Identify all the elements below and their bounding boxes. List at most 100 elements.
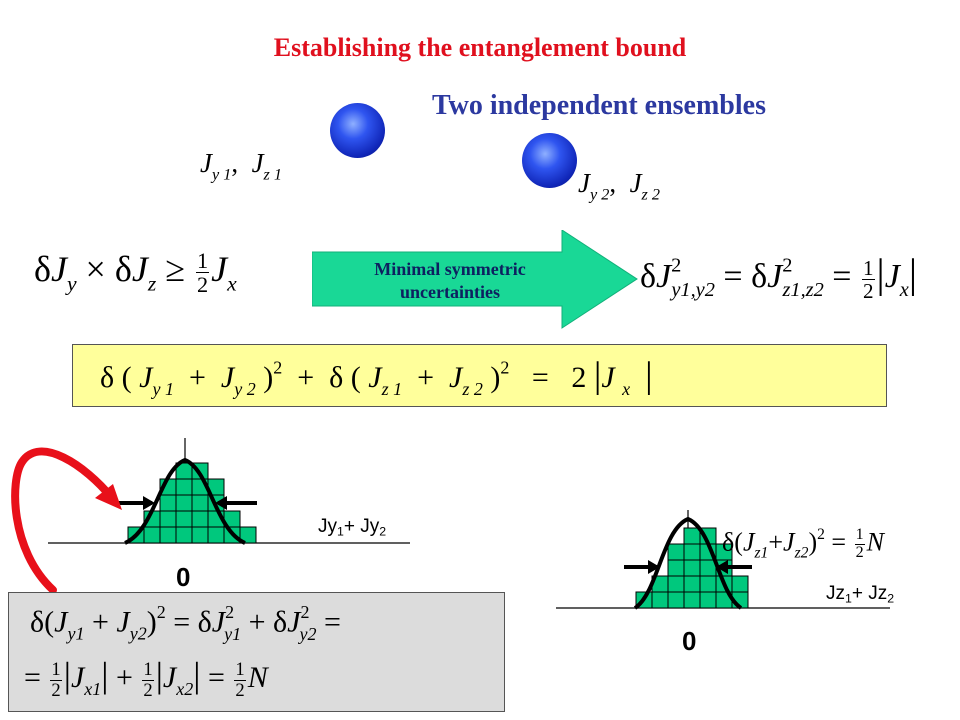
square-exponent: 2 [156,602,166,622]
subscript-y1: y1 [67,623,85,644]
histogram-cell [667,543,685,561]
open-paren: ( [44,605,55,639]
equals-sign: = [831,527,847,557]
j-operator: J [211,605,226,639]
axis-label-sub2: 2 [379,524,387,539]
ensemble-1-op2: J [251,148,264,178]
histogram-cell [731,575,749,593]
delta-symbol: δ [273,605,288,639]
histogram-cell [191,494,209,512]
open-paren: ( [121,361,132,394]
left-arrowhead-left [143,496,155,510]
total-variance-equation: δ ( Jy 1 + Jy 2 )2 + δ ( Jz 1 + Jz 2 )2 … [100,354,653,400]
plus-sign: + [115,661,133,694]
equals-sign: = [173,605,191,639]
fraction-denominator: 2 [196,272,209,298]
ensemble-2-op1: J [578,168,590,198]
j-operator: J [54,605,68,639]
plus-sign: + [91,605,109,639]
equals-sign: = [24,661,41,694]
ensemble-1-sphere [330,103,385,158]
square-exponent: 2 [273,357,283,378]
j-operator: J [211,249,228,289]
histogram-cell [651,591,669,609]
subscript-z: z [147,271,157,296]
delta-symbol: δ [197,605,212,639]
histogram-cell [191,526,209,544]
delta-symbol: δ [751,258,768,295]
histogram-cell [683,527,701,545]
subscript-z2: z2 [794,544,809,562]
equals-sign: = [324,605,341,639]
histogram-cell [667,591,685,609]
ensemble-1-sub2: z 1 [263,165,282,184]
subscript-y2: y 2 [234,379,256,400]
ensemble-2-sep: , [609,168,617,198]
equals-sign: = [531,361,549,394]
left-gaussian-curve [124,457,246,545]
square-exponent: 2 [225,602,235,622]
histogram-cell [699,559,717,577]
ensemble-2-sub2: z 2 [641,185,660,204]
subscript-y1: y 1 [152,379,174,400]
histogram-cell [159,510,177,528]
square-exponent: 2 [300,602,310,622]
delta-symbol: δ [30,605,45,639]
subscript-z2: z 2 [462,379,483,400]
square-exponent: 2 [817,526,825,543]
pointer-curve [11,447,116,594]
ensemble-1-sub1: y 1 [211,165,232,184]
histogram-cell [715,543,733,561]
coefficient-two: 2 [571,361,587,394]
subscript-x1: x1 [84,679,102,700]
plus-sign: + [417,361,435,394]
abs-bar: | [908,251,918,296]
subscript-z1: z1 [754,544,769,562]
pointer-arrowhead [95,484,122,510]
close-paren: ) [263,361,274,394]
j-operator: J [656,258,672,295]
right-gaussian-curve [633,516,743,610]
ensemble-2-sub1: y 2 [589,185,610,204]
delta-symbol: δ [114,249,132,289]
j-operator: J [368,361,382,394]
abs-bar: | [155,655,163,695]
histogram-cell [143,526,161,544]
square-exponent: 2 [500,357,510,378]
ensemble-1-sep: , [231,148,239,178]
j-operator: J [449,361,463,394]
derivation-line-1: δ(Jy1 + Jy2)2 = δJ2y1 + δJ2y2 = [30,602,341,645]
j-operator: J [220,361,235,394]
right-zero-label: 0 [682,626,697,656]
subscript-y: y [66,271,77,296]
left-histogram-bars [127,462,257,544]
right-histogram [556,510,890,610]
histogram-cell [159,494,177,512]
subscript-y1-y2: y1,y2 [671,279,715,302]
ensemble-2-op2: J [629,168,642,198]
histogram-cell [699,575,717,593]
abs-bar: | [101,655,109,695]
n-variable: N [247,661,268,694]
axis-label-sub1: 1 [845,591,852,606]
j-operator: J [601,361,615,394]
j-operator: J [139,361,153,394]
histogram-cell [683,559,701,577]
histogram-cell [175,510,193,528]
close-paren: ) [146,605,157,639]
right-axis-label: Jz1+ Jz2 [826,583,894,606]
arrow-label: Minimal symmetric uncertainties [330,258,570,305]
ensemble-2-sphere [522,133,577,188]
j-operator: J [884,258,900,295]
histogram-cell [683,543,701,561]
axis-label-sub1: 1 [337,524,344,539]
histogram-cell [667,575,685,593]
delta-symbol: δ [100,361,115,394]
equals-sign: = [832,258,852,295]
